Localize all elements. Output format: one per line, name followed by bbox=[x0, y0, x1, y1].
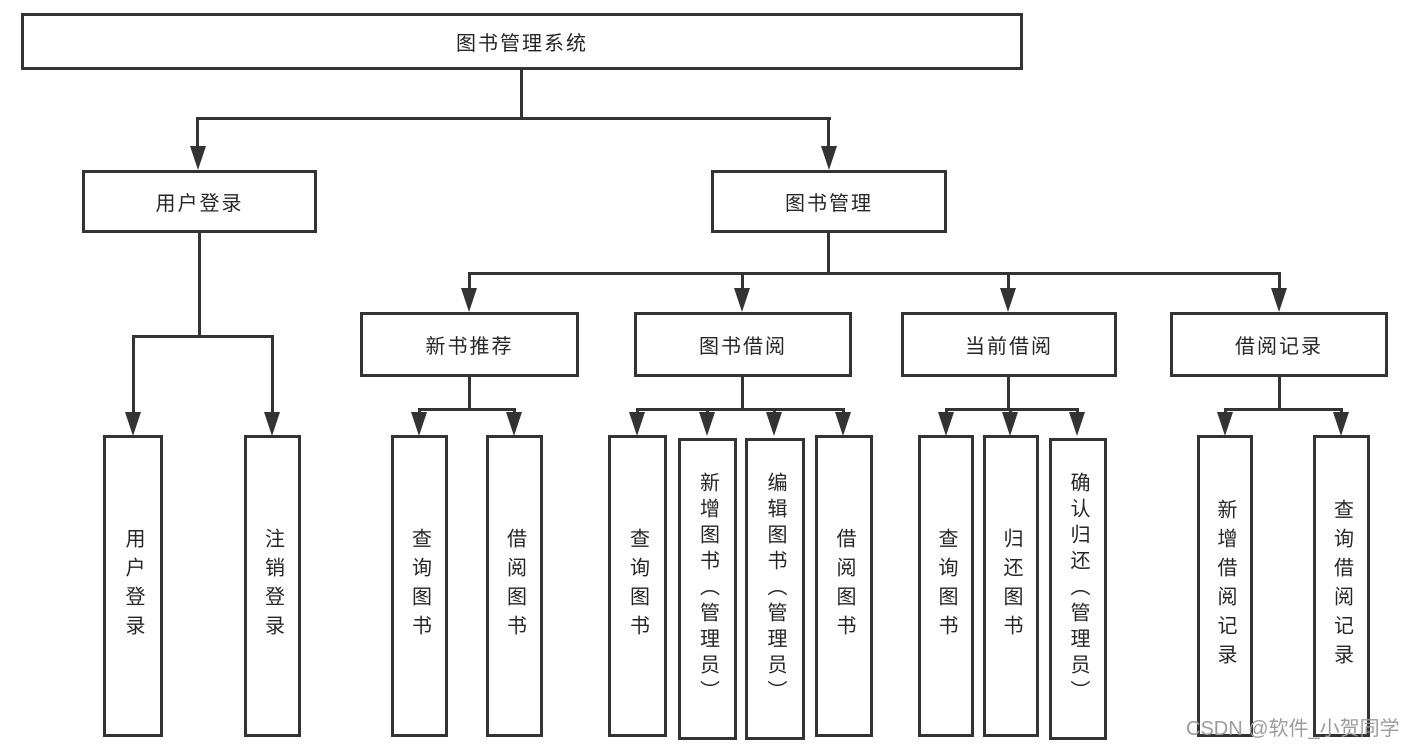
leaf-add-books-admin: 新增图书（管理员） bbox=[678, 438, 737, 740]
connector-drop bbox=[1007, 272, 1010, 291]
leaf-label: 借阅图书 bbox=[833, 528, 855, 644]
node-user-login: 用户登录 bbox=[82, 170, 317, 233]
connector-drop bbox=[1278, 272, 1281, 291]
arrow-down-icon bbox=[821, 146, 837, 170]
connector-borrowing-rail bbox=[636, 408, 845, 411]
arrow-down-icon bbox=[1002, 412, 1018, 436]
arrow-down-icon bbox=[1069, 412, 1085, 436]
connector-new-books-rail bbox=[418, 408, 516, 411]
arrow-down-icon bbox=[734, 288, 750, 312]
leaf-label: 查询图书 bbox=[626, 528, 649, 644]
arrow-down-icon bbox=[1271, 288, 1287, 312]
connector-book-mgmt-stem bbox=[827, 233, 830, 272]
node-borrowing-records: 借阅记录 bbox=[1170, 312, 1388, 377]
leaf-query-books-borrowing: 查询图书 bbox=[608, 435, 667, 737]
leaf-label: 借阅图书 bbox=[503, 528, 526, 644]
leaf-label: 注销登录 bbox=[261, 528, 284, 644]
leaf-label: 查询图书 bbox=[935, 528, 957, 644]
leaf-confirm-return-admin: 确认归还（管理员） bbox=[1049, 438, 1107, 740]
leaf-label: 新增借阅记录 bbox=[1214, 499, 1236, 673]
arrow-down-icon bbox=[125, 412, 141, 436]
node-label: 当前借阅 bbox=[965, 336, 1053, 358]
connector-book-mgmt-rail bbox=[468, 272, 1280, 275]
leaf-label: 归还图书 bbox=[1000, 528, 1022, 644]
connector-root-rail bbox=[196, 117, 831, 120]
leaf-label: 查询图书 bbox=[408, 528, 431, 644]
leaf-label: 确认归还（管理员） bbox=[1067, 472, 1089, 706]
node-label: 图书管理系统 bbox=[456, 33, 588, 55]
arrow-down-icon bbox=[461, 288, 477, 312]
connector-new-books-stem bbox=[468, 377, 471, 408]
leaf-borrow-books: 借阅图书 bbox=[815, 435, 873, 737]
arrow-down-icon bbox=[629, 412, 645, 436]
node-book-management: 图书管理 bbox=[711, 170, 947, 233]
leaf-return-books: 归还图书 bbox=[983, 435, 1039, 737]
connector-current-stem bbox=[1007, 377, 1010, 408]
connector-user-login-rail bbox=[132, 335, 273, 338]
leaf-query-borrow-record: 查询借阅记录 bbox=[1313, 435, 1370, 737]
node-label: 借阅记录 bbox=[1235, 336, 1323, 358]
leaf-user-login: 用户登录 bbox=[103, 435, 163, 737]
arrow-down-icon bbox=[766, 412, 782, 436]
arrow-down-icon bbox=[190, 146, 206, 170]
arrow-down-icon bbox=[699, 412, 715, 436]
connector-drop bbox=[468, 272, 471, 291]
connector-borrowing-stem bbox=[741, 377, 744, 408]
arrow-down-icon bbox=[411, 412, 427, 436]
leaf-borrow-books-recommend: 借阅图书 bbox=[486, 435, 543, 737]
leaf-label: 查询借阅记录 bbox=[1330, 499, 1353, 673]
leaf-label: 新增图书（管理员） bbox=[696, 472, 719, 706]
watermark: CSDN @软件_小贺同学 bbox=[1186, 718, 1400, 740]
connector-records-rail bbox=[1224, 408, 1343, 411]
leaf-query-books-recommend: 查询图书 bbox=[391, 435, 448, 737]
arrow-down-icon bbox=[506, 412, 522, 436]
node-current-borrowing: 当前借阅 bbox=[901, 312, 1117, 377]
leaf-query-books-current: 查询图书 bbox=[918, 435, 974, 737]
leaf-logout: 注销登录 bbox=[244, 435, 301, 737]
leaf-edit-books-admin: 编辑图书（管理员） bbox=[745, 438, 805, 740]
node-label: 新书推荐 bbox=[425, 336, 514, 358]
arrow-down-icon bbox=[1333, 412, 1349, 436]
arrow-down-icon bbox=[1217, 412, 1233, 436]
node-label: 图书借阅 bbox=[699, 336, 787, 358]
connector-drop bbox=[741, 272, 744, 291]
arrow-down-icon bbox=[1000, 288, 1016, 312]
node-label: 图书管理 bbox=[785, 193, 873, 215]
connector-drop bbox=[132, 335, 135, 414]
connector-drop bbox=[271, 335, 274, 414]
node-library-management-system: 图书管理系统 bbox=[21, 13, 1023, 70]
connector-current-rail bbox=[945, 408, 1079, 411]
connector-root-right-drop bbox=[827, 117, 830, 149]
arrow-down-icon bbox=[938, 412, 954, 436]
connector-records-stem bbox=[1278, 377, 1281, 408]
node-label: 用户登录 bbox=[155, 193, 244, 215]
leaf-label: 编辑图书（管理员） bbox=[764, 472, 786, 706]
leaf-add-borrow-record: 新增借阅记录 bbox=[1197, 435, 1253, 737]
arrow-down-icon bbox=[835, 412, 851, 436]
arrow-down-icon bbox=[264, 412, 280, 436]
connector-user-login-stem bbox=[198, 233, 201, 335]
node-book-borrowing: 图书借阅 bbox=[634, 312, 852, 377]
connector-root-stem bbox=[520, 70, 523, 117]
leaf-label: 用户登录 bbox=[122, 528, 144, 644]
connector-root-left-drop bbox=[196, 117, 199, 149]
node-new-book-recommend: 新书推荐 bbox=[360, 312, 579, 377]
